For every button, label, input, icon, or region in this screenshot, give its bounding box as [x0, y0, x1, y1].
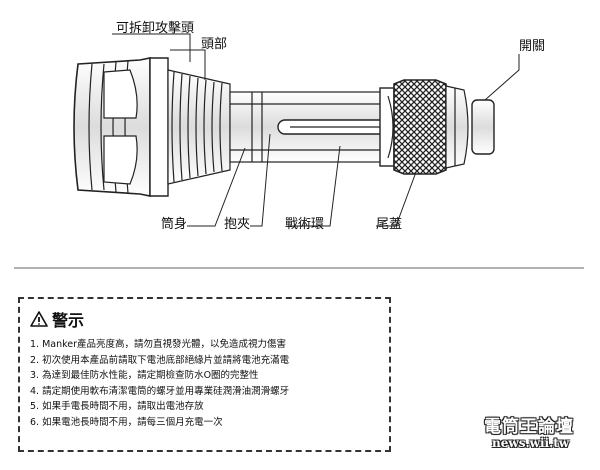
label-tactical-ring: 戰術環	[285, 217, 325, 232]
flashlight-drawing	[73, 33, 520, 227]
watermark-url: news.wii.tw	[492, 436, 570, 450]
label-clip: 抱夾	[224, 217, 251, 232]
warning-item: 2. 初次使用本產品前請取下電池底部絕緣片並請將電池充滿電	[30, 354, 290, 366]
warning-item: 3. 為達到最佳防水性能，請定期檢查防水O圈的完整性	[30, 370, 259, 381]
leader-lines	[112, 33, 520, 227]
strike-bezel	[73, 57, 151, 197]
label-tail-cap: 尾蓋	[376, 217, 403, 232]
watermark-title: 電筒王論壇	[484, 417, 574, 437]
switch-shape	[471, 99, 495, 155]
warning-item: 1. Manker產品亮度高，請勿直視發光體，以免造成視力傷害	[30, 339, 287, 350]
warning-item: 4. 請定期使用軟布清潔電筒的螺牙並用專業硅潤滑油潤滑螺牙	[30, 385, 290, 397]
head-fins	[149, 57, 231, 197]
warning-item: 5. 如果手電長時間不用，請取出電池存放	[30, 401, 204, 412]
warning-box: 警示 1. Manker產品亮度高，請勿直視發光體，以免造成視力傷害 2. 初次…	[18, 297, 391, 452]
label-body-tube: 筒身	[161, 217, 188, 232]
label-switch: 開關	[519, 39, 546, 54]
tail-cap-shape	[393, 79, 469, 175]
warning-title: 警示	[30, 307, 84, 331]
warning-title-text: 警示	[52, 311, 85, 330]
label-head: 頭部	[201, 37, 228, 52]
warning-triangle-icon	[30, 311, 48, 327]
warning-item: 6. 如果電池長時間不用，請每三個月充電一次	[30, 416, 223, 428]
pocket-clip	[277, 119, 389, 135]
tactical-ring-shape	[379, 87, 395, 167]
warning-list: 1. Manker產品亮度高，請勿直視發光體，以免造成視力傷害 2. 初次使用本…	[30, 337, 289, 430]
label-detachable-strike-head: 可拆卸攻擊頭	[116, 21, 195, 36]
